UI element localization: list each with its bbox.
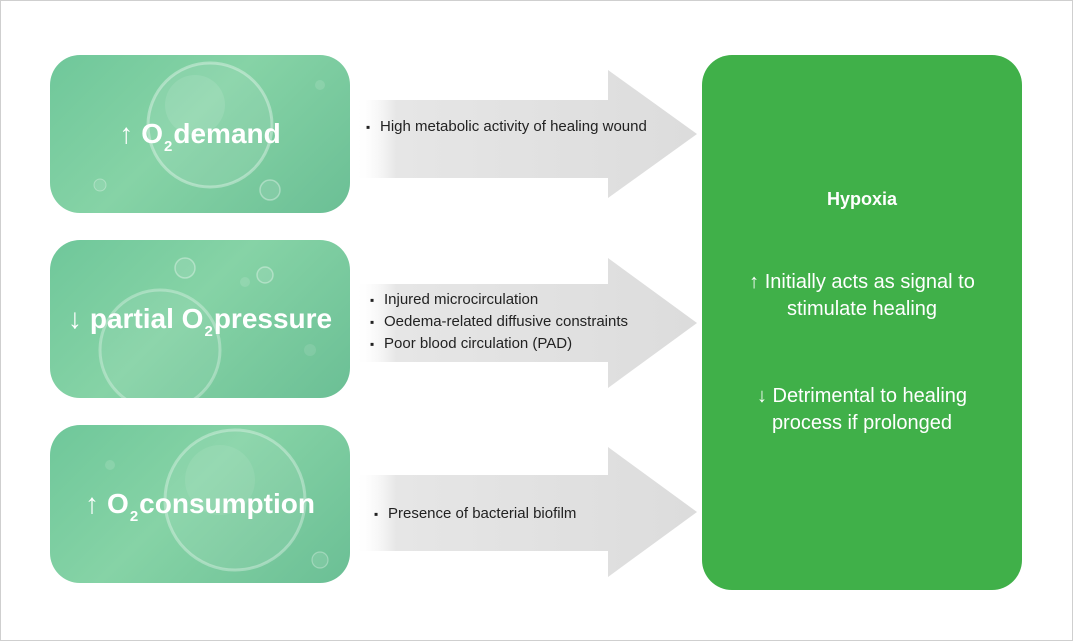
factor-label-post: demand (173, 118, 281, 149)
hypoxia-effect-initial: ↑ Initially acts as signal to stimulate … (749, 271, 975, 320)
factor-label-post: consumption (139, 488, 315, 519)
factor-label-subscript: 2 (129, 508, 139, 525)
bubble-graphic-icon (93, 61, 325, 201)
factor-label-subscript: 2 (204, 323, 213, 340)
bullet-list-o2-demand: High metabolic activity of healing wound (366, 116, 666, 138)
factor-label-post: pressure (213, 303, 333, 334)
down-arrow-symbol: ↓ (67, 303, 82, 334)
up-arrow-symbol: ↑ (85, 488, 100, 519)
factor-label-pre: O (107, 488, 129, 519)
factor-label-pre: O (141, 118, 164, 149)
factor-label-subscript: 2 (164, 138, 173, 155)
bullet-item: High metabolic activity of healing wound (366, 116, 666, 138)
bullet-item: Oedema-related diffusive constraints (370, 311, 680, 333)
bullet-item: Presence of bacterial biofilm (374, 503, 674, 525)
bullet-item: Poor blood circulation (PAD) (370, 333, 680, 355)
hypoxia-title: Hypoxia (826, 189, 898, 209)
bubble-graphic-icon (98, 257, 316, 398)
bullet-list-o2-consumption: Presence of bacterial biofilm (374, 503, 674, 525)
up-arrow-symbol: ↑ (119, 118, 134, 149)
hypoxia-outcome-box: Hypoxia ↑ Initially acts as signal to st… (702, 55, 1022, 590)
bullet-list-partial-o2-pressure: Injured microcirculation Oedema-related … (370, 289, 680, 355)
bubble-graphic-icon (105, 428, 329, 572)
bullet-item: Injured microcirculation (370, 289, 680, 311)
factor-label-pre: partial O (89, 303, 204, 334)
hypoxia-effect-prolonged: ↓ Detrimental to healing process if prol… (756, 385, 968, 434)
